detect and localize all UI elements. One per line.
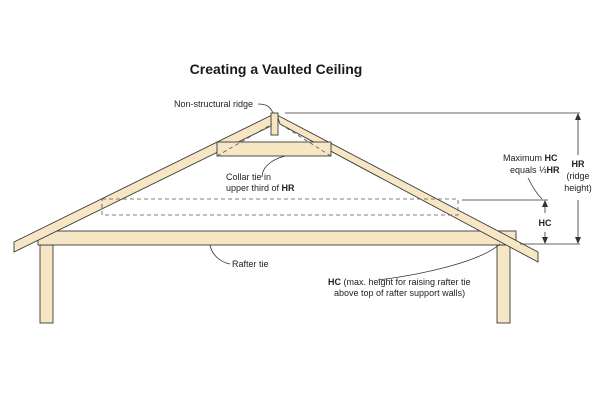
hc-arrow-down-icon	[542, 237, 548, 244]
collar-tie-leader	[261, 155, 286, 178]
collar-tie-label-line2: upper third of HR	[226, 183, 295, 193]
ridge-leader	[257, 103, 274, 114]
ridge-label: Non-structural ridge	[174, 99, 253, 109]
collar-ref-line-right	[279, 123, 332, 157]
rafter-tie-beam	[37, 230, 517, 246]
hr-arrow-down-icon	[575, 237, 581, 244]
rafter-tie-leader	[209, 244, 231, 265]
collar-tie-label-line1: Collar tie in	[226, 172, 271, 182]
max-hc-label-line2: equals ⅓HR	[510, 165, 560, 175]
right-wall-post	[496, 244, 511, 324]
max-hc-leader	[527, 177, 543, 200]
hr-arrow-up-icon	[575, 113, 581, 120]
collar-ref-line-left	[216, 123, 273, 157]
right-rafter	[276, 114, 539, 263]
diagram-title: Creating a Vaulted Ceiling	[190, 61, 363, 77]
hc-note-line1: HC (max. height for raising rafter tie	[328, 277, 471, 287]
hc-note-leader	[377, 243, 501, 281]
hr-paren-line1: (ridge	[566, 171, 589, 181]
raised-rafter-tie-outline	[101, 198, 459, 216]
left-wall-post	[39, 244, 54, 324]
rafter-tie-label: Rafter tie	[232, 259, 269, 269]
ridge-board	[270, 112, 279, 136]
collar-tie	[216, 141, 332, 157]
hr-label: HR	[572, 159, 585, 169]
hc-arrow-up-icon	[542, 200, 548, 207]
max-hc-label-line1: Maximum HC	[503, 153, 558, 163]
hc-note-line2: above top of rafter support walls)	[334, 288, 465, 298]
hc-label: HC	[539, 218, 552, 228]
hr-paren-line2: height)	[564, 183, 592, 193]
